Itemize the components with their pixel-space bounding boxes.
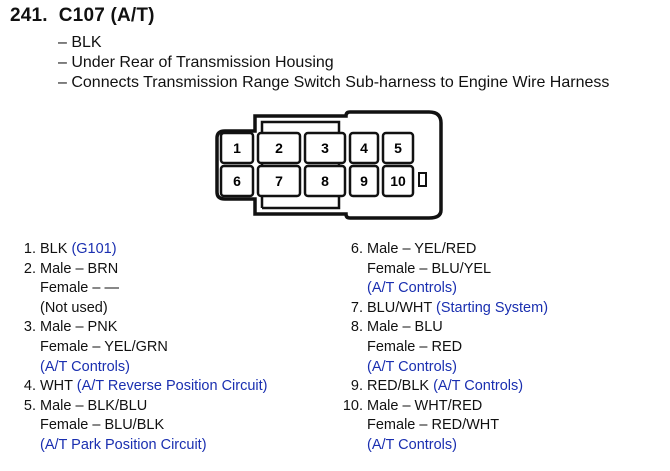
pin-cavity-label-10: 10: [390, 173, 406, 189]
pin-6-ref-link[interactable]: (A/T Controls): [367, 280, 457, 297]
pin-item-3: 3. Male – PNK Female – YEL/GRN (A/T Cont…: [23, 319, 168, 375]
pin-8-ref-link[interactable]: (A/T Controls): [367, 358, 457, 375]
pin-cavity-label-3: 3: [321, 140, 329, 156]
pin-cavity-6: [219, 164, 255, 198]
pin-list-right: 6. Male – YEL/RED Female – BLU/YEL (A/T …: [342, 240, 549, 456]
connector-outline: [215, 110, 443, 220]
pin-item-1: 1. BLK (G101): [23, 241, 117, 257]
connector-code: C107 (A/T): [58, 5, 155, 26]
pin-cavity-4: [348, 131, 380, 165]
pin-9-ref-link[interactable]: (A/T Controls): [433, 378, 524, 395]
pin-7-ref-link[interactable]: (Starting System): [436, 299, 549, 316]
pin-cavity-label-9: 9: [360, 173, 368, 189]
pin-cavity-1: [219, 131, 255, 165]
pin-cavity-label-1: 1: [233, 140, 241, 156]
pin-cavity-5: [381, 131, 415, 165]
connector-latch: [418, 172, 427, 187]
connector-details: – BLK – Under Rear of Transmission Housi…: [58, 33, 609, 93]
pin-cavity-3: [303, 131, 347, 165]
pin-cavity-label-7: 7: [275, 173, 283, 189]
detail-connects: – Connects Transmission Range Switch Sub…: [58, 74, 610, 91]
pin-cavity-9: [348, 164, 380, 198]
pin-cavity-label-8: 8: [321, 173, 329, 189]
pin-10-ref-link[interactable]: (A/T Controls): [367, 436, 457, 453]
connector-number: 241.: [10, 5, 48, 26]
pin-cavity-7: [256, 164, 302, 198]
pin-cavity-8: [303, 164, 347, 198]
pin-cavity-2: [256, 131, 302, 165]
pin-list-left: 1. BLK (G101) 2. Male – BRN Female – — (…: [18, 240, 268, 456]
pin-cavity-10: [381, 164, 415, 198]
pin-5-ref-link[interactable]: (A/T Park Position Circuit): [40, 436, 207, 453]
pin-cavity-label-4: 4: [360, 140, 368, 156]
pin-3-ref-link[interactable]: (A/T Controls): [40, 358, 130, 375]
pin-item-2: 2. Male – BRN Female – — (Not used): [23, 260, 119, 316]
pin-item-10: 10. Male – WHT/RED Female – RED/WHT (A/T…: [342, 397, 500, 453]
detail-color: – BLK: [58, 34, 102, 51]
pin-4-ref-link[interactable]: (A/T Reverse Position Circuit): [76, 378, 268, 395]
pin-1-ref-link[interactable]: (G101): [71, 241, 117, 257]
pin-cavity-label-6: 6: [233, 173, 241, 189]
pin-item-4: 4. WHT (A/T Reverse Position Circuit): [23, 378, 268, 395]
pin-cavity-label-2: 2: [275, 140, 283, 156]
header: 241. C107 (A/T): [10, 5, 155, 27]
pin-item-9: 9. RED/BLK (A/T Controls): [350, 378, 524, 395]
connector-face-diagram: 1 2 3 4 5 6 7 8 9 10: [215, 110, 443, 220]
pin-cavity-label-5: 5: [394, 140, 402, 156]
pin-item-5: 5. Male – BLK/BLU Female – BLU/BLK (A/T …: [23, 397, 207, 453]
detail-location: – Under Rear of Transmission Housing: [58, 54, 334, 71]
pin-item-7: 7. BLU/WHT (Starting System): [350, 299, 549, 316]
pin-item-6: 6. Male – YEL/RED Female – BLU/YEL (A/T …: [350, 241, 492, 297]
pin-item-8: 8. Male – BLU Female – RED (A/T Controls…: [350, 319, 463, 375]
